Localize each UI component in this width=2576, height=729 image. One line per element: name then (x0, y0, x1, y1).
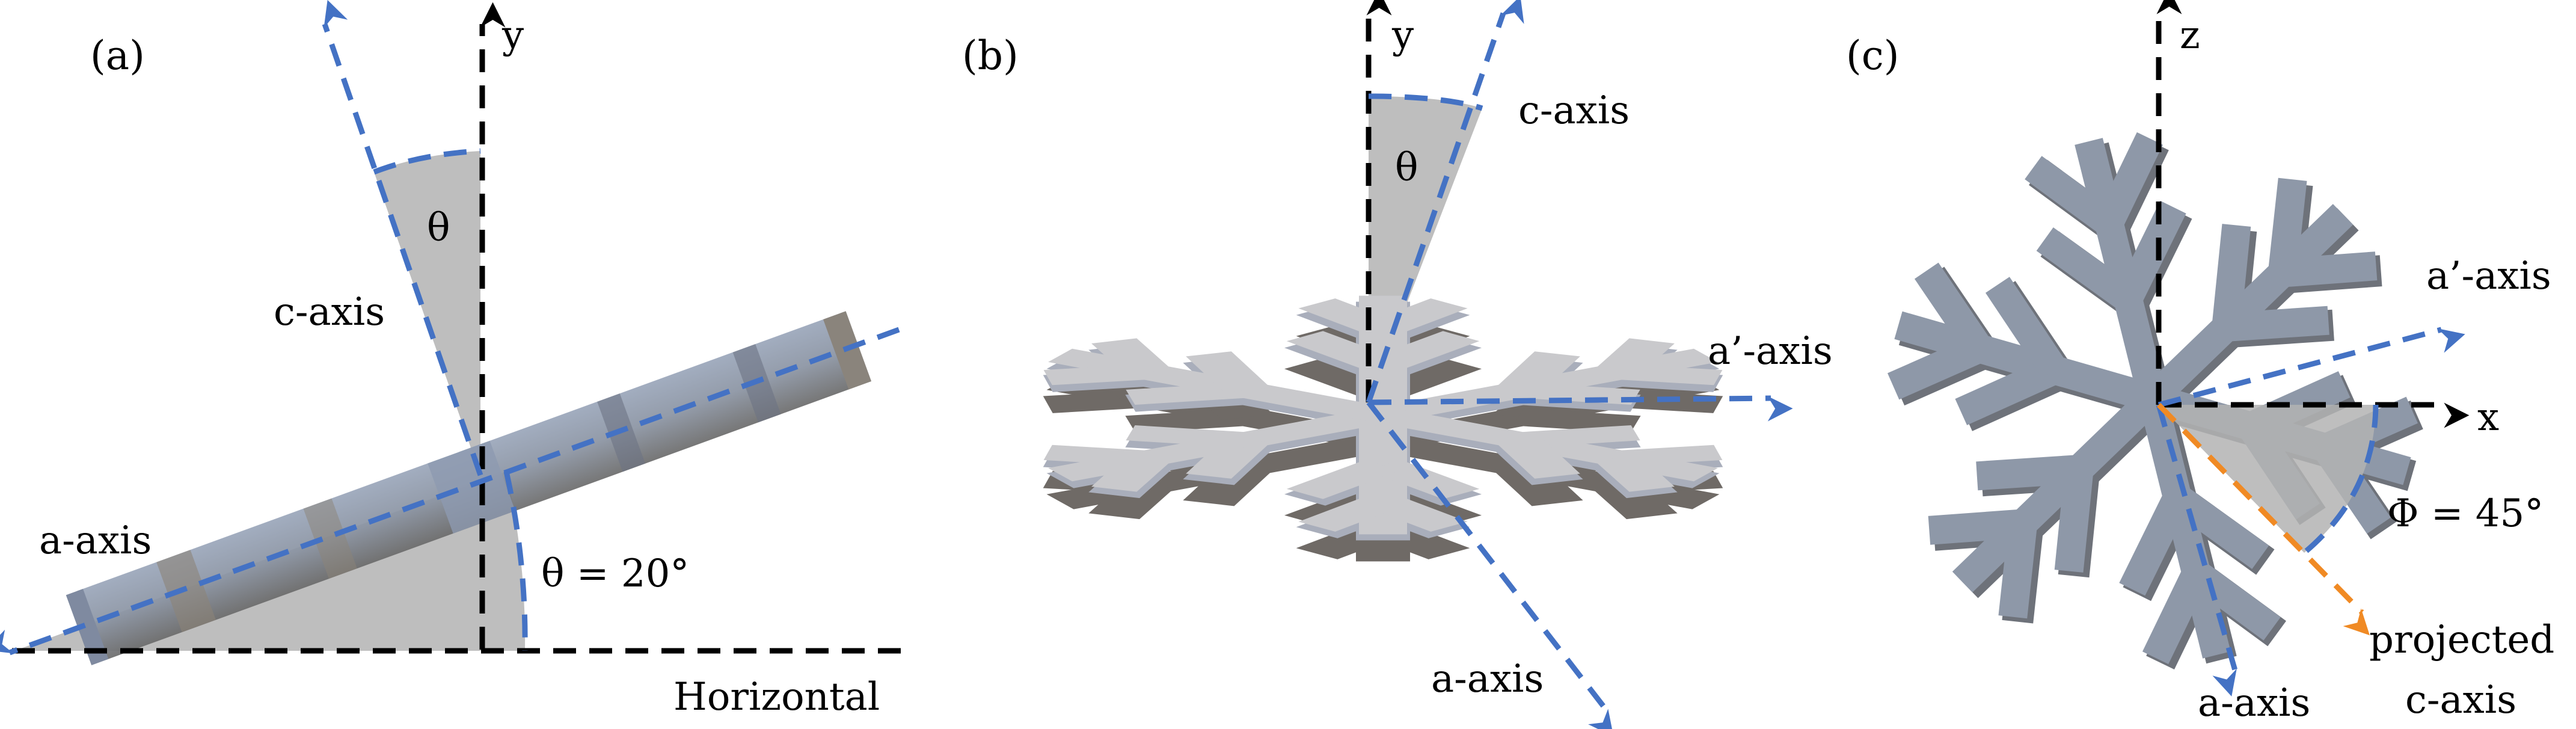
a-axis-label: a-axis (39, 518, 152, 563)
phi-arc (2302, 404, 2379, 555)
panel-b-label: (b) (962, 32, 1019, 79)
panel-c-label: (c) (1846, 32, 1899, 79)
a-axis-label: a-axis (2198, 681, 2310, 725)
a-axis-line (1366, 401, 1614, 729)
theta-label: θ (427, 206, 450, 250)
c-axis-label: c-axis (274, 290, 385, 334)
y-axis-label: y (1391, 13, 1414, 58)
c-axis-label: c-axis (1518, 88, 1630, 133)
panel-a-label: (a) (90, 32, 145, 79)
horizontal-label: Horizontal (673, 675, 880, 719)
panel-a: (a) y θ c-axis a-axis θ = 20° Horizontal (0, 0, 902, 719)
theta-value-label: θ = 20° (541, 552, 689, 596)
projected-c-axis-line (2156, 402, 2370, 636)
a-axis-line (0, 327, 900, 656)
a-prime-axis-line (1368, 395, 1793, 422)
theta-arc-top (373, 148, 481, 175)
theta-label: θ (1395, 146, 1418, 190)
theta-arc-bottom (503, 471, 528, 651)
projected-c-axis-label-line1: projected (2369, 618, 2554, 662)
a-prime-axis-label: a’-axis (2426, 254, 2551, 298)
c-axis-line (322, 0, 483, 476)
c-axis-line (1366, 0, 1524, 404)
panel-b: (b) y θ c-axis a’-axis a-axis (962, 0, 1833, 729)
phi-wedge (2159, 405, 2376, 553)
phi-value-label: Φ = 45° (2387, 491, 2544, 536)
a-prime-axis-line (2157, 327, 2465, 408)
projected-c-axis-label-line2: c-axis (2405, 678, 2516, 722)
plate-snowflake-perspective (1021, 296, 1745, 562)
theta-arc (1368, 93, 1483, 111)
z-axis-label: z (2180, 13, 2200, 58)
y-axis-label: y (501, 13, 524, 58)
x-axis-label: x (2477, 395, 2499, 440)
columnar-crystal (66, 311, 871, 665)
panel-c: (c) z x a’-axis Φ = 45° a-axis projected… (1834, 0, 2554, 725)
a-prime-axis-label: a’-axis (1708, 329, 1833, 374)
a-axis-label: a-axis (1431, 657, 1544, 701)
a-axis-line (2156, 404, 2239, 697)
